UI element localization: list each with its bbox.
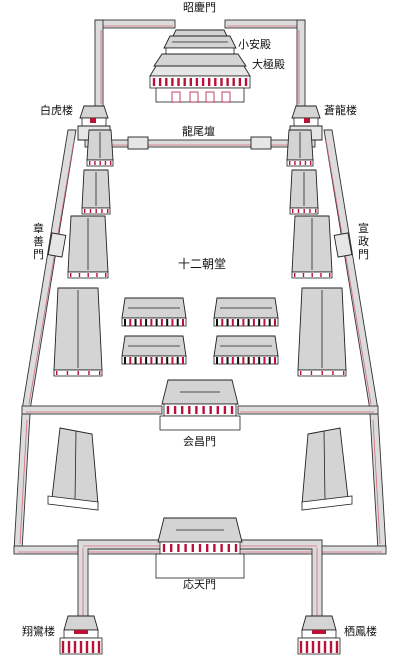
pillar <box>234 544 238 552</box>
pillar <box>73 641 77 653</box>
south-hall-left <box>47 427 99 511</box>
pillar <box>227 544 230 552</box>
central-hall <box>121 297 187 327</box>
pillar <box>232 78 235 86</box>
pillar <box>177 78 180 86</box>
side-halls-right <box>286 129 347 377</box>
pillar <box>311 641 315 653</box>
pillar <box>214 78 217 86</box>
daigoku-hall <box>149 53 251 103</box>
pillar <box>85 641 89 653</box>
pillar <box>91 641 95 653</box>
side-hall <box>291 215 333 279</box>
chodoin-wall <box>21 129 379 415</box>
side-hall <box>81 169 111 215</box>
central-hall <box>213 297 279 327</box>
side-hall <box>297 287 347 377</box>
side-hall <box>67 215 109 279</box>
oten-gate-label: 応天門 <box>183 577 216 591</box>
south-hall-right <box>301 427 353 511</box>
pillar <box>166 406 170 414</box>
pillar <box>188 406 191 414</box>
side-hall <box>286 129 314 167</box>
senkai-gate-label: 宣政門 <box>358 221 369 261</box>
pillar <box>189 78 192 86</box>
pillar <box>67 641 71 653</box>
seiho-tower-label: 栖鳳楼 <box>344 624 377 638</box>
pillar <box>165 78 168 86</box>
pillar <box>158 78 162 86</box>
ryubi-terrace-wall <box>84 136 316 150</box>
shoan-hall-label: 小安殿 <box>238 37 271 51</box>
pillar <box>226 78 229 86</box>
pillar <box>162 544 166 552</box>
seiho-tower <box>297 615 341 655</box>
pillar <box>181 406 184 414</box>
pillar <box>208 78 211 86</box>
pillar <box>184 544 187 552</box>
central-hall <box>121 335 187 365</box>
shokei-gate-label: 昭慶門 <box>183 0 216 14</box>
shoran-tower-label: 翔鸞楼 <box>22 624 55 638</box>
pillar <box>220 78 223 86</box>
shozen-gate-label: 章善門 <box>33 221 44 261</box>
daigoku-hall-label: 大極殿 <box>252 57 285 71</box>
side-halls-left <box>53 129 114 377</box>
pillar <box>317 641 321 653</box>
pillar <box>170 544 173 552</box>
pillar <box>238 78 242 86</box>
pillar <box>177 544 180 552</box>
svg-text:宣政門: 宣政門 <box>358 221 369 261</box>
pillar <box>61 641 65 653</box>
pillar <box>198 544 202 552</box>
soryu-tower-label: 蒼龍楼 <box>324 103 357 117</box>
kaisho-gate <box>159 379 241 431</box>
pillar <box>183 78 186 86</box>
central-hall <box>213 335 279 365</box>
pillar <box>244 78 248 86</box>
shoran-tower <box>59 615 103 655</box>
pillar <box>173 406 177 414</box>
pillar <box>195 78 199 86</box>
oten-gate <box>155 517 245 579</box>
side-hall <box>86 129 114 167</box>
pillar <box>206 544 209 552</box>
side-hall <box>53 287 103 377</box>
kaisho-gate-label: 会昌門 <box>183 435 216 448</box>
side-hall <box>289 169 319 215</box>
pillar <box>209 406 212 414</box>
svg-text:章善門: 章善門 <box>33 221 44 261</box>
pillar <box>171 78 174 86</box>
pillar <box>152 78 156 86</box>
pillar <box>335 641 339 653</box>
central-halls <box>121 297 279 365</box>
pillar <box>202 406 205 414</box>
pillar <box>201 78 205 86</box>
pillar <box>191 544 194 552</box>
ryubi-terrace-label: 龍尾壇 <box>182 124 215 138</box>
twelve-halls-label: 十二朝堂 <box>178 257 226 271</box>
oten-wings <box>77 539 323 621</box>
shoan-hall <box>163 35 237 55</box>
pillar <box>216 406 219 414</box>
pillar <box>329 641 333 653</box>
pillar <box>305 641 309 653</box>
pillar <box>223 406 227 414</box>
pillar <box>323 641 327 653</box>
pillar <box>230 406 234 414</box>
pillar <box>79 641 83 653</box>
pillar <box>97 641 101 653</box>
pillar <box>299 641 303 653</box>
pillar <box>213 544 216 552</box>
byakko-tower-label: 白虎楼 <box>40 103 73 117</box>
pillar <box>195 406 198 414</box>
pillar <box>220 544 223 552</box>
